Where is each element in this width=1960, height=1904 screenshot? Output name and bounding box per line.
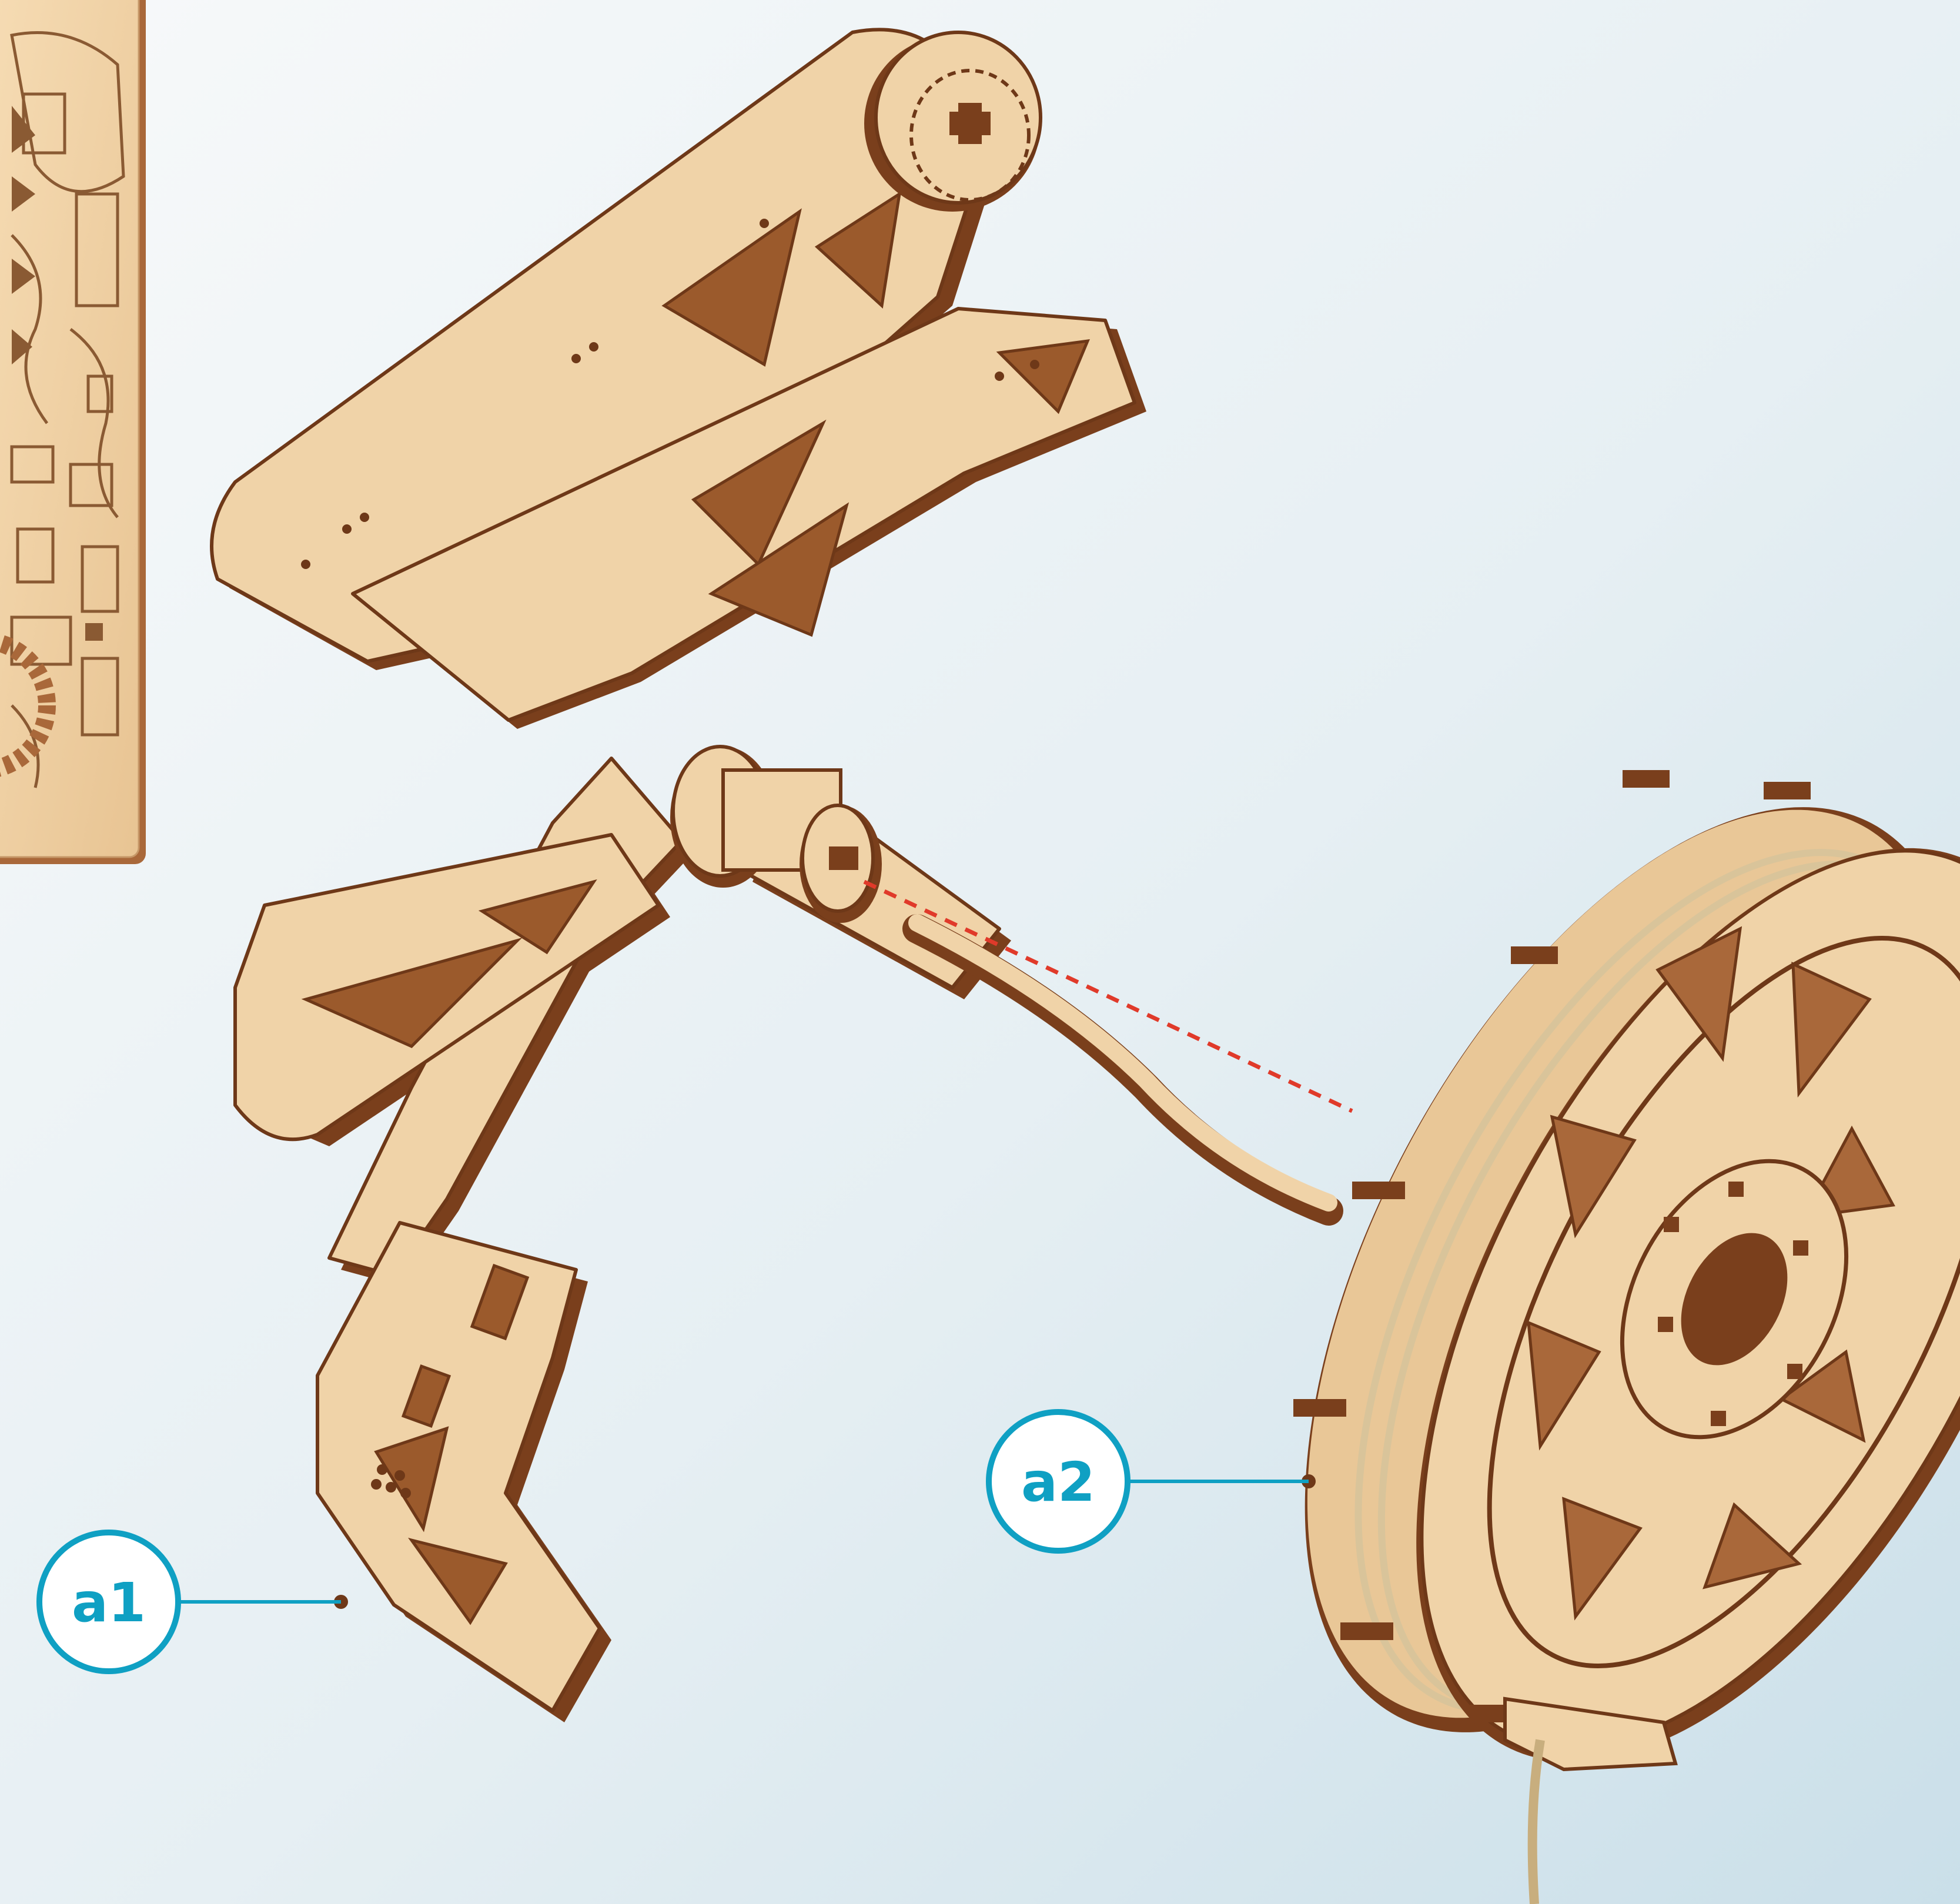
callout-a2-label: a2 — [1021, 1451, 1095, 1514]
callout-a1-label: a1 — [72, 1571, 146, 1634]
plywood-sheet-icon — [0, 0, 146, 864]
